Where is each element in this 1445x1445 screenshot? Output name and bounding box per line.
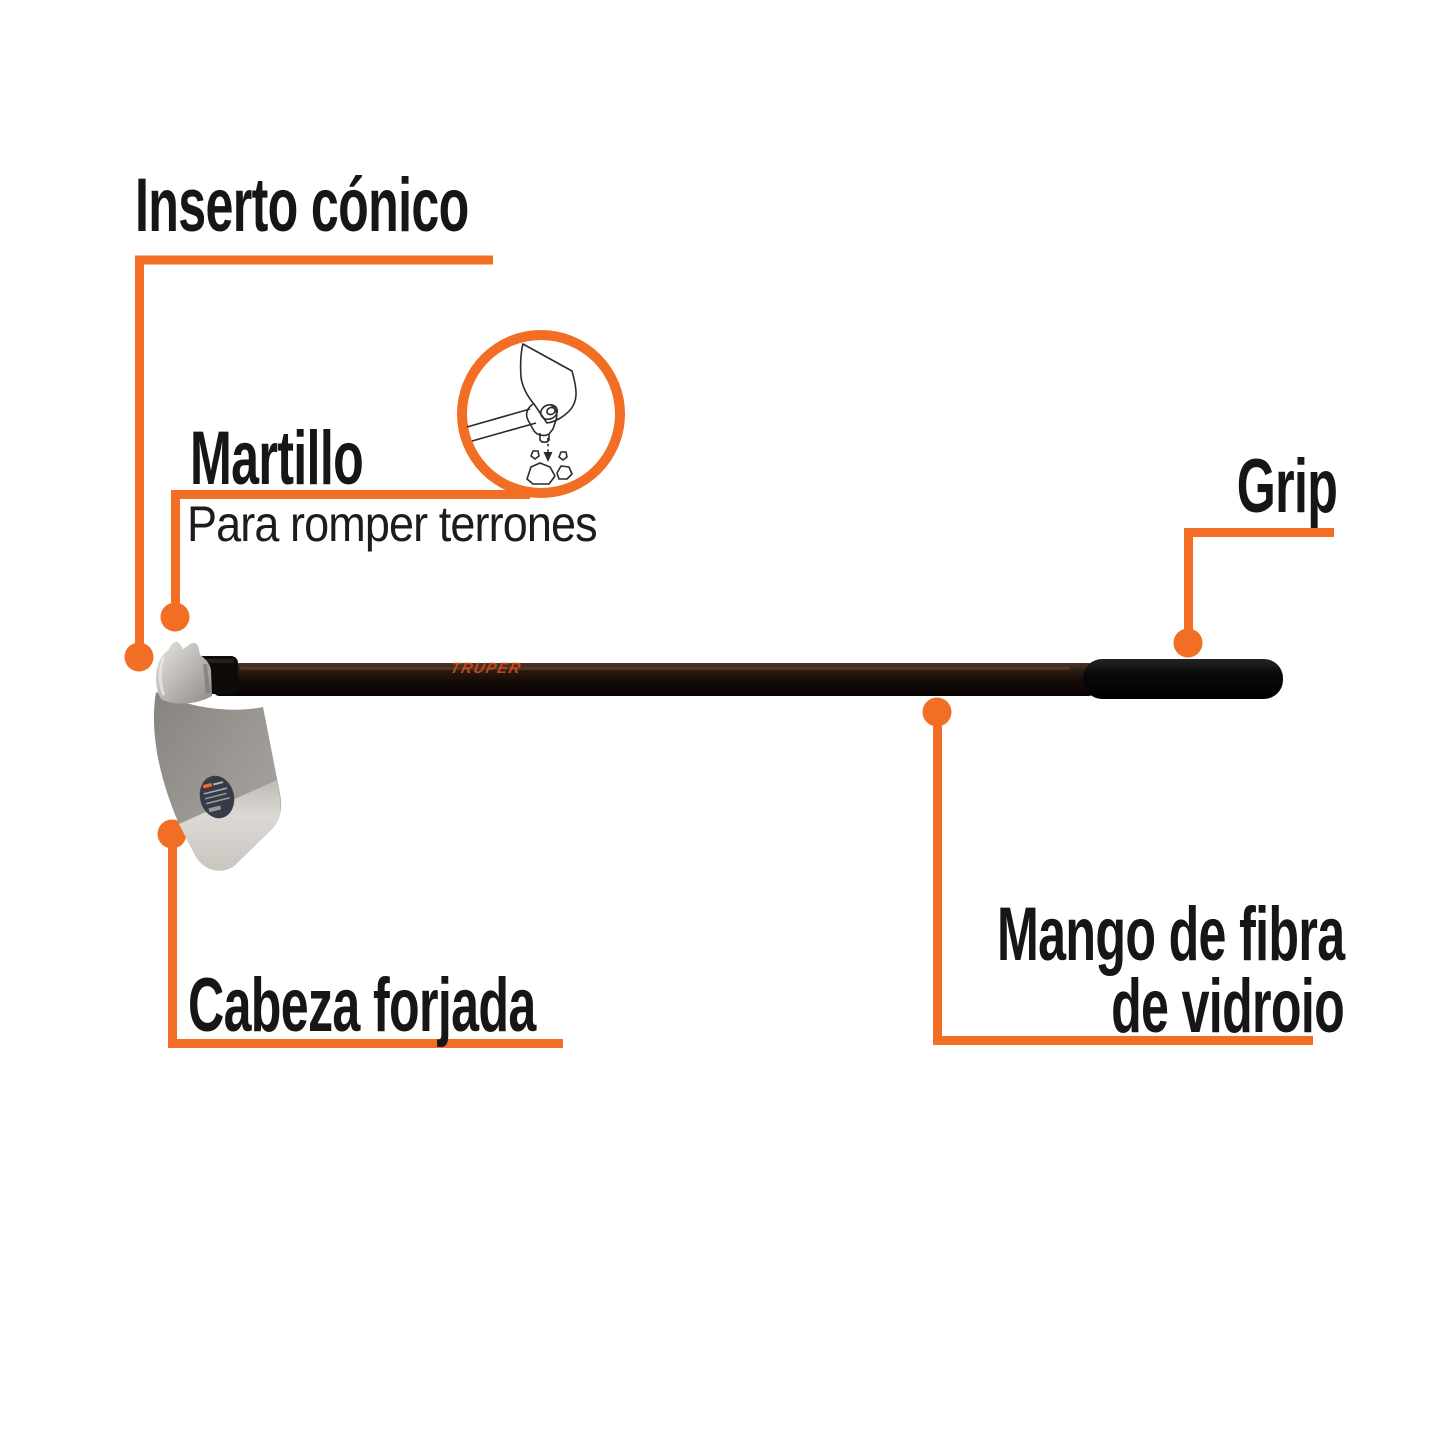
blade-sticker [199, 775, 235, 819]
label-mango-line1: Mango de fibra [996, 892, 1345, 977]
leader-line-inserto-conico [135, 255, 493, 650]
label-martillo: Martillo [190, 416, 364, 501]
tool-shaft [214, 663, 1094, 696]
dot-inserto-conico [124, 642, 154, 672]
tool-head-socket [155, 641, 212, 704]
label-martillo-subtitle: Para romper terrones [187, 496, 598, 552]
dot-martillo [160, 602, 190, 632]
dot-mango [922, 697, 952, 727]
brand-text: TRUPER [449, 660, 524, 677]
leader-line-mango [933, 716, 1313, 1045]
leader-line-martillo [171, 490, 530, 612]
label-cabeza-forjada: Cabeza forjada [188, 963, 536, 1048]
label-inserto-conico: Inserto cónico [135, 163, 469, 248]
tool-blade-edge [179, 780, 281, 871]
tool-grip [1083, 659, 1283, 699]
hammer-breaking-clods-icon [457, 330, 625, 498]
dot-cabeza [157, 819, 187, 849]
label-mango-line2: de vidroio [1110, 964, 1345, 1049]
label-grip: Grip [1236, 444, 1338, 529]
leader-line-cabeza [168, 838, 563, 1048]
dot-grip [1173, 628, 1203, 658]
leader-line-grip [1184, 528, 1334, 638]
tool-photo: TRUPER [153, 641, 1283, 871]
